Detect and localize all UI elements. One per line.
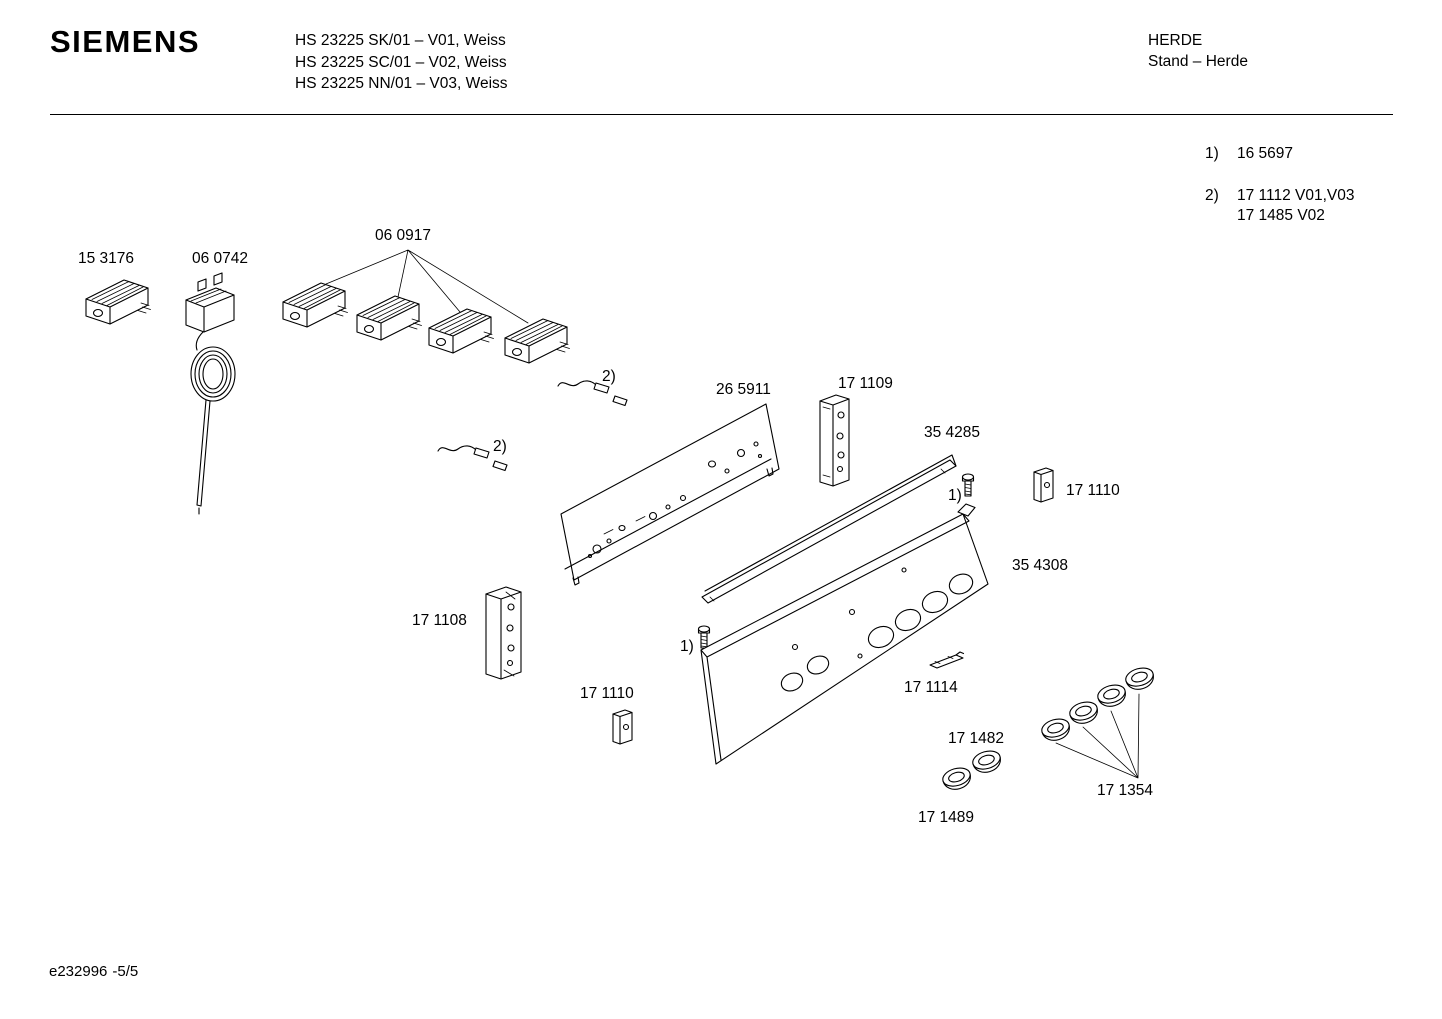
part-label-171489: 17 1489 bbox=[918, 809, 975, 826]
legend-note-1-ref: 1) bbox=[1205, 145, 1219, 162]
legend-note-2-ref: 2) bbox=[1205, 187, 1219, 204]
part-ref-2-upper: 2) bbox=[602, 368, 616, 385]
part-ref-2-lower: 2) bbox=[493, 438, 507, 455]
part-label-060742: 06 0742 bbox=[192, 250, 249, 267]
model-list: HS 23225 SK/01 – V01, Weiss HS 23225 SC/… bbox=[295, 30, 508, 95]
part-ref-1-left: 1) bbox=[680, 638, 694, 655]
part-label-171482: 17 1482 bbox=[948, 730, 1005, 747]
wire-assembly-upper-drawing bbox=[557, 380, 628, 407]
part-label-354285: 35 4285 bbox=[924, 424, 981, 441]
thermostat-060742-drawing bbox=[185, 272, 236, 515]
footer: e232996-5/5 bbox=[49, 963, 138, 980]
part-ref-1-right: 1) bbox=[948, 487, 962, 504]
bracket-171109-drawing bbox=[819, 394, 850, 487]
switch-group-060917-drawing bbox=[282, 249, 571, 364]
part-label-171110-right: 17 1110 bbox=[1066, 482, 1120, 499]
legend-note-2-text-1: 17 1112 V01,V03 bbox=[1237, 187, 1355, 204]
knob-171482-drawing bbox=[970, 747, 1004, 777]
part-label-171110-bottom: 17 1110 bbox=[580, 685, 634, 702]
bracket-171110-right-drawing bbox=[1033, 467, 1054, 503]
section-title: HERDE bbox=[1148, 32, 1203, 49]
legend-note-1: 1) 16 5697 bbox=[1205, 145, 1293, 163]
part-label-153176: 15 3176 bbox=[78, 250, 135, 267]
bracket-171110-bottom-drawing bbox=[612, 709, 633, 745]
control-panel-354308-drawing bbox=[700, 503, 989, 765]
screw-right-drawing bbox=[961, 473, 975, 497]
switch-153176-drawing bbox=[85, 279, 152, 325]
part-label-060917: 06 0917 bbox=[375, 227, 432, 244]
screw-left-drawing bbox=[697, 625, 711, 649]
section-subtitle: Stand – Herde bbox=[1148, 53, 1248, 70]
doc-number: e232996 bbox=[49, 963, 108, 980]
section-header: HERDE Stand – Herde bbox=[1148, 30, 1248, 72]
brand-logo: SIEMENS bbox=[50, 24, 201, 59]
part-label-171114: 17 1114 bbox=[904, 679, 958, 696]
clip-171114-drawing bbox=[929, 651, 965, 669]
part-label-171354: 17 1354 bbox=[1097, 782, 1154, 799]
model-line-1: HS 23225 SK/01 – V01, Weiss bbox=[295, 32, 506, 49]
legend-note-2-text-2: 17 1485 V02 bbox=[1237, 206, 1325, 224]
legend-note-2: 2) 17 1112 V01,V03 17 1485 V02 bbox=[1205, 187, 1355, 225]
knob-set-171354-drawing bbox=[1039, 664, 1157, 779]
rear-panel-265911-drawing bbox=[560, 403, 780, 586]
legend-note-1-text: 16 5697 bbox=[1237, 145, 1294, 162]
page-indicator: -5/5 bbox=[112, 963, 139, 980]
trim-strip-354285-drawing bbox=[701, 454, 957, 604]
part-label-265911: 26 5911 bbox=[716, 381, 771, 398]
part-label-171109: 17 1109 bbox=[838, 375, 893, 392]
part-label-354308: 35 4308 bbox=[1012, 557, 1069, 574]
knob-171489-drawing bbox=[940, 764, 974, 794]
bracket-171108-drawing bbox=[485, 586, 522, 680]
header-divider bbox=[50, 114, 1393, 115]
model-line-2: HS 23225 SC/01 – V02, Weiss bbox=[295, 53, 507, 71]
model-line-3: HS 23225 NN/01 – V03, Weiss bbox=[295, 75, 508, 92]
part-label-171108: 17 1108 bbox=[412, 612, 467, 629]
